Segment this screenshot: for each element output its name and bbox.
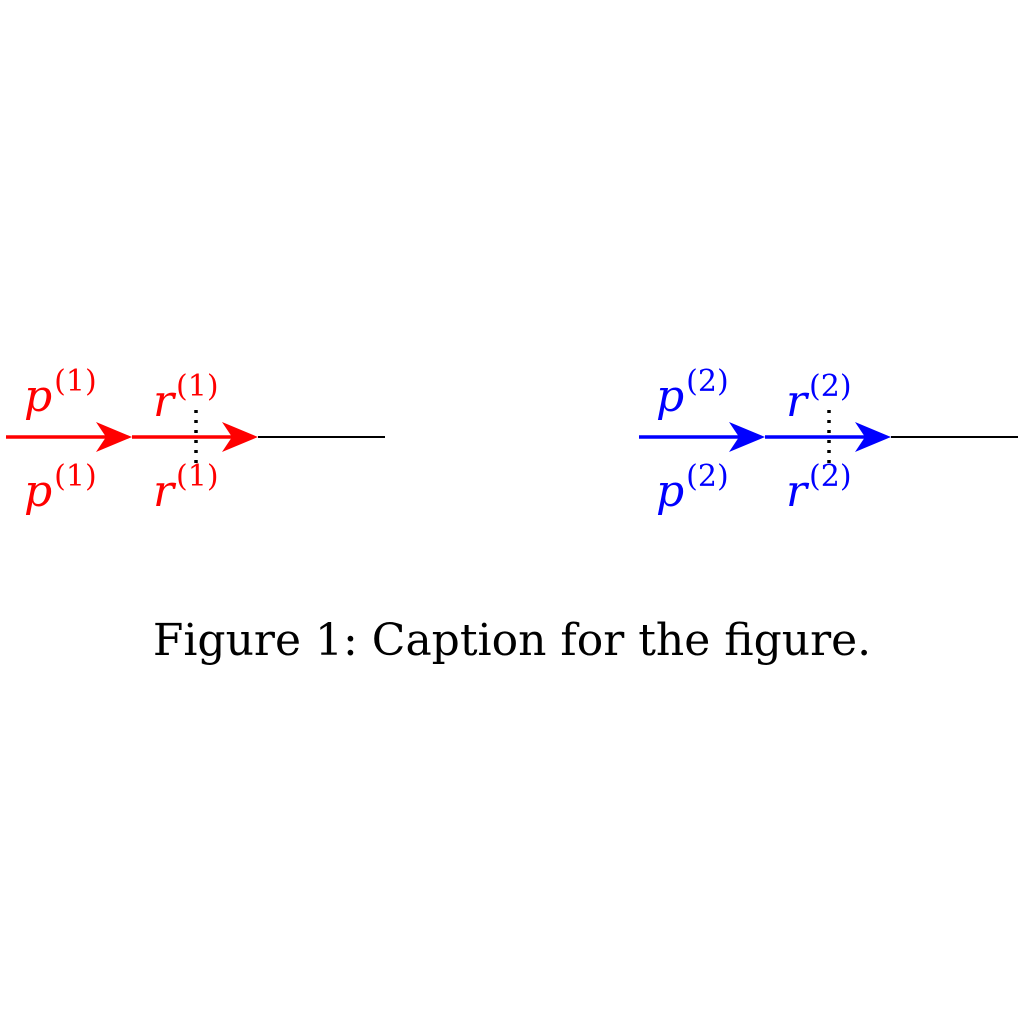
diagram-1-label-top-left: p(1): [24, 367, 97, 419]
diagram-2-label-bottom-right-sup: (2): [809, 459, 852, 494]
diagram-1-label-top-right-base: r: [153, 376, 175, 427]
diagram-2-arrow-2-head: [855, 422, 891, 452]
diagram-2-label-top-right-base: r: [786, 376, 808, 427]
diagram-1-label-top-right: r(1): [153, 372, 219, 424]
diagram-1-label-top-left-base: p: [24, 371, 53, 422]
diagram-2-label-bottom-left: p(2): [656, 462, 729, 514]
diagram-1-label-bottom-right: r(1): [153, 462, 219, 514]
diagram-2-label-top-right-sup: (2): [809, 369, 852, 404]
diagram-2-label-bottom-right-base: r: [786, 466, 808, 517]
diagram-1-label-bottom-right-base: r: [153, 466, 175, 517]
diagram-1-arrow-2-head: [222, 422, 258, 452]
diagram-1: [6, 410, 385, 466]
diagram-2-arrow-1-head: [729, 422, 765, 452]
diagram-1-label-bottom-left-base: p: [24, 466, 53, 517]
figure-caption: Figure 1: Caption for the figure.: [152, 615, 872, 666]
diagram-2-label-top-left-base: p: [656, 371, 685, 422]
diagram-2: [639, 410, 1018, 466]
diagram-1-arrow-1-head: [96, 422, 132, 452]
diagram-2-label-top-left: p(2): [656, 367, 729, 419]
diagram-1-label-top-left-sup: (1): [54, 364, 97, 399]
diagram-2-label-bottom-right: r(2): [786, 462, 852, 514]
diagram-1-label-top-right-sup: (1): [176, 369, 219, 404]
diagram-1-label-bottom-left-sup: (1): [54, 459, 97, 494]
diagram-2-label-bottom-left-sup: (2): [686, 459, 729, 494]
diagram-2-label-top-right: r(2): [786, 372, 852, 424]
diagram-1-label-bottom-right-sup: (1): [176, 459, 219, 494]
diagram-2-label-top-left-sup: (2): [686, 364, 729, 399]
diagram-2-label-bottom-left-base: p: [656, 466, 685, 517]
diagram-1-label-bottom-left: p(1): [24, 462, 97, 514]
